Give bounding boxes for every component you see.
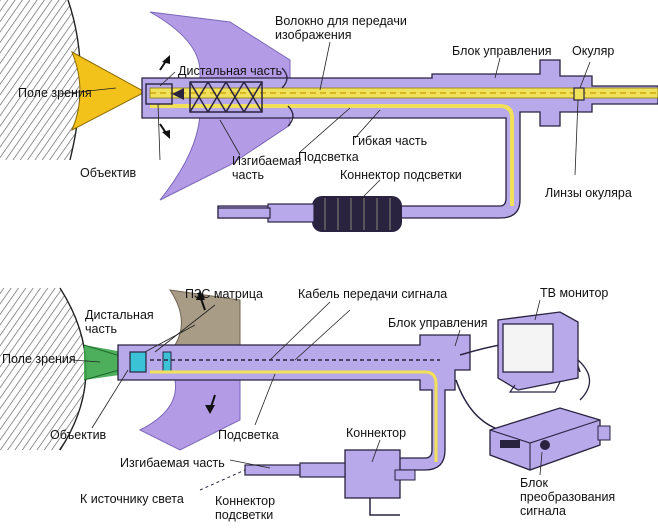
label-illumination-bottom: Подсветка xyxy=(218,428,279,442)
label-control-unit-bottom: Блок управления xyxy=(388,316,488,330)
bending-mechanism-top xyxy=(189,81,263,113)
tv-monitor xyxy=(497,311,591,401)
label-to-light-source: К источнику света xyxy=(80,492,184,506)
top-fiberscope xyxy=(0,0,658,232)
scope-tube-bottom xyxy=(117,334,471,471)
label-ccd-matrix: ПЗС матрица xyxy=(185,287,263,301)
connector-box-bottom xyxy=(344,449,401,499)
tissue-wall-bottom xyxy=(0,288,85,450)
eyepiece-lens-top xyxy=(573,87,585,101)
label-light-connector-top: Коннектор подсветки xyxy=(340,168,462,182)
label-distal-part-top: Дистальная часть xyxy=(178,64,283,78)
label-eyepiece-lenses: Линзы окуляра xyxy=(545,186,632,200)
ccd-matrix xyxy=(129,351,147,373)
illumination-fiber-top xyxy=(150,104,514,206)
label-control-unit-top: Блок управления xyxy=(452,44,552,58)
label-flexible-part: Гибкая часть xyxy=(352,134,428,148)
label-tv-monitor: ТВ монитор xyxy=(540,286,609,300)
bottom-videoscope xyxy=(0,287,611,516)
field-of-view-cone-top xyxy=(71,50,147,132)
tissue-wall-top xyxy=(0,0,80,160)
label-objective-bottom: Объектив xyxy=(50,428,107,442)
label-field-of-view-top: Поле зрения xyxy=(18,86,92,100)
label-bendable-part-bottom: Изгибаемая часть xyxy=(120,456,225,470)
label-connector-bottom: Коннектор xyxy=(346,426,407,440)
label-signal-converter: Блок преобразования сигнала xyxy=(520,476,616,518)
label-bendable-part-top: Изгибаемая часть xyxy=(232,154,302,182)
label-signal-cable: Кабель передачи сигнала xyxy=(298,287,448,301)
label-light-connector-bottom: Коннектор подсветки xyxy=(215,494,276,522)
label-field-of-view-bottom: Поле зрения xyxy=(2,352,76,366)
label-distal-part-bottom: Дистальная часть xyxy=(85,308,154,336)
label-fiber-image: Волокно для передачи изображения xyxy=(275,14,407,42)
label-illumination-top: Подсветка xyxy=(298,150,359,164)
scope-tube-top xyxy=(141,59,658,219)
label-eyepiece: Окуляр xyxy=(572,44,615,58)
illumination-fiber-bottom xyxy=(150,370,438,462)
label-objective-top: Объектив xyxy=(80,166,137,180)
light-connector-bottom xyxy=(244,464,306,476)
light-connector-body-top xyxy=(312,196,402,232)
signal-converter xyxy=(489,407,611,471)
